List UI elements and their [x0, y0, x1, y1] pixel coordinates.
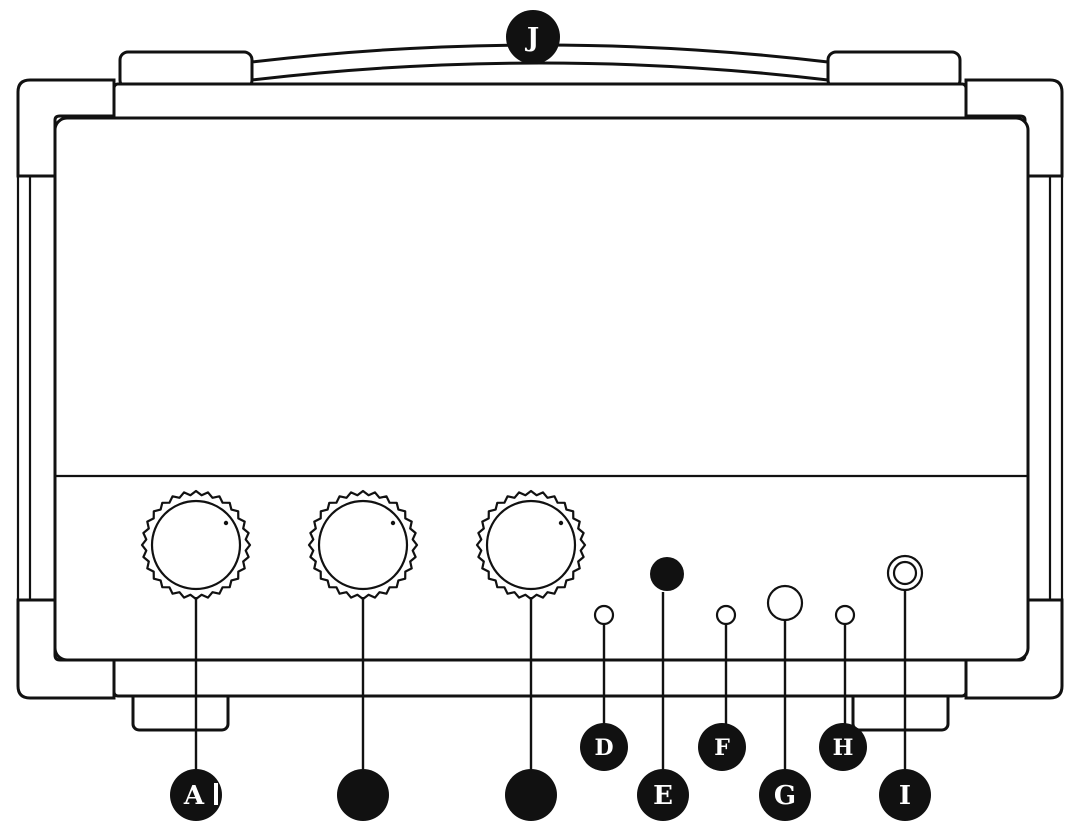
callout-label-d: D — [594, 735, 613, 761]
callout-a: A — [170, 769, 222, 821]
callout-label-e: E — [653, 781, 673, 811]
callout-label-i: I — [899, 781, 911, 811]
callout-d: D — [580, 723, 628, 771]
callout-e: E — [637, 769, 689, 821]
callout-label-a: A — [183, 781, 205, 811]
callout-a-glyph-fragment — [214, 783, 218, 805]
callout-g: G — [759, 769, 811, 821]
callout-h: H — [819, 723, 867, 771]
jack-i-inner — [892, 560, 918, 586]
callout-label-g: G — [774, 781, 796, 811]
callout-b — [337, 769, 389, 821]
knob-b-indicator-dot — [390, 520, 396, 526]
knob-c — [475, 489, 587, 601]
callout-i: I — [879, 769, 931, 821]
knob-a-indicator-dot — [223, 520, 229, 526]
callout-f: F — [698, 723, 746, 771]
callout-j: J — [506, 10, 560, 64]
knob-b — [307, 489, 419, 601]
callout-label-f: F — [714, 735, 730, 761]
knobs — [140, 489, 587, 601]
leader-lines — [194, 590, 907, 770]
button-e — [650, 557, 684, 591]
knob-a — [140, 489, 252, 601]
knob-c-indicator-dot — [558, 520, 564, 526]
callout-label-j: J — [525, 23, 539, 53]
callout-label-h: H — [833, 735, 854, 761]
front-panel — [53, 116, 1030, 662]
callout-c — [505, 769, 557, 821]
